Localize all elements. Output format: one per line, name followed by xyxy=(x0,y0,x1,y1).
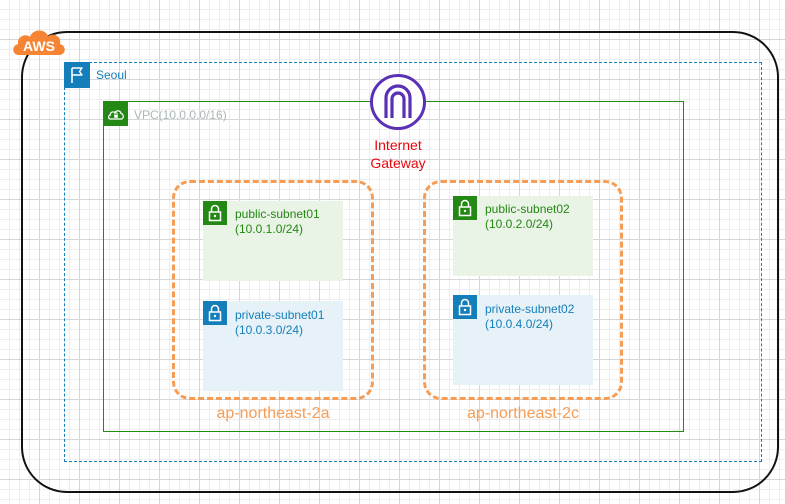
aws-logo-text: AWS xyxy=(23,38,55,54)
availability-zone-c[interactable] xyxy=(423,180,623,400)
subnet-cidr: (10.0.3.0/24) xyxy=(235,323,304,337)
internet-gateway-icon[interactable] xyxy=(369,73,427,131)
vpc-label: VPC(10.0.0.0/16) xyxy=(134,108,227,122)
availability-zone-c-label: ap-northeast-2c xyxy=(466,405,580,422)
subnet-name: private-subnet01 xyxy=(235,308,325,322)
cloud-lock-icon xyxy=(104,102,128,126)
flag-icon xyxy=(64,62,90,88)
aws-cloud-group[interactable] xyxy=(21,31,779,493)
availability-zone-a-label: ap-northeast-2a xyxy=(216,405,330,422)
aws-logo: AWS xyxy=(9,19,69,61)
lock-icon xyxy=(453,196,477,220)
subnet-name: public-subnet02 xyxy=(485,202,570,216)
subnet-cidr: (10.0.1.0/24) xyxy=(235,222,304,236)
region-group[interactable] xyxy=(64,62,762,462)
lock-icon xyxy=(453,295,477,319)
subnet-name: public-subnet01 xyxy=(235,207,320,221)
region-label: Seoul xyxy=(96,68,127,82)
availability-zone-a[interactable] xyxy=(172,180,374,400)
subnet-cidr: (10.0.4.0/24) xyxy=(485,317,554,331)
internet-gateway-label: Internet Gateway xyxy=(370,137,426,171)
subnet-cidr: (10.0.2.0/24) xyxy=(485,217,554,231)
subnet-name: private-subnet02 xyxy=(485,302,575,316)
lock-icon xyxy=(203,301,227,325)
lock-icon xyxy=(203,201,227,225)
